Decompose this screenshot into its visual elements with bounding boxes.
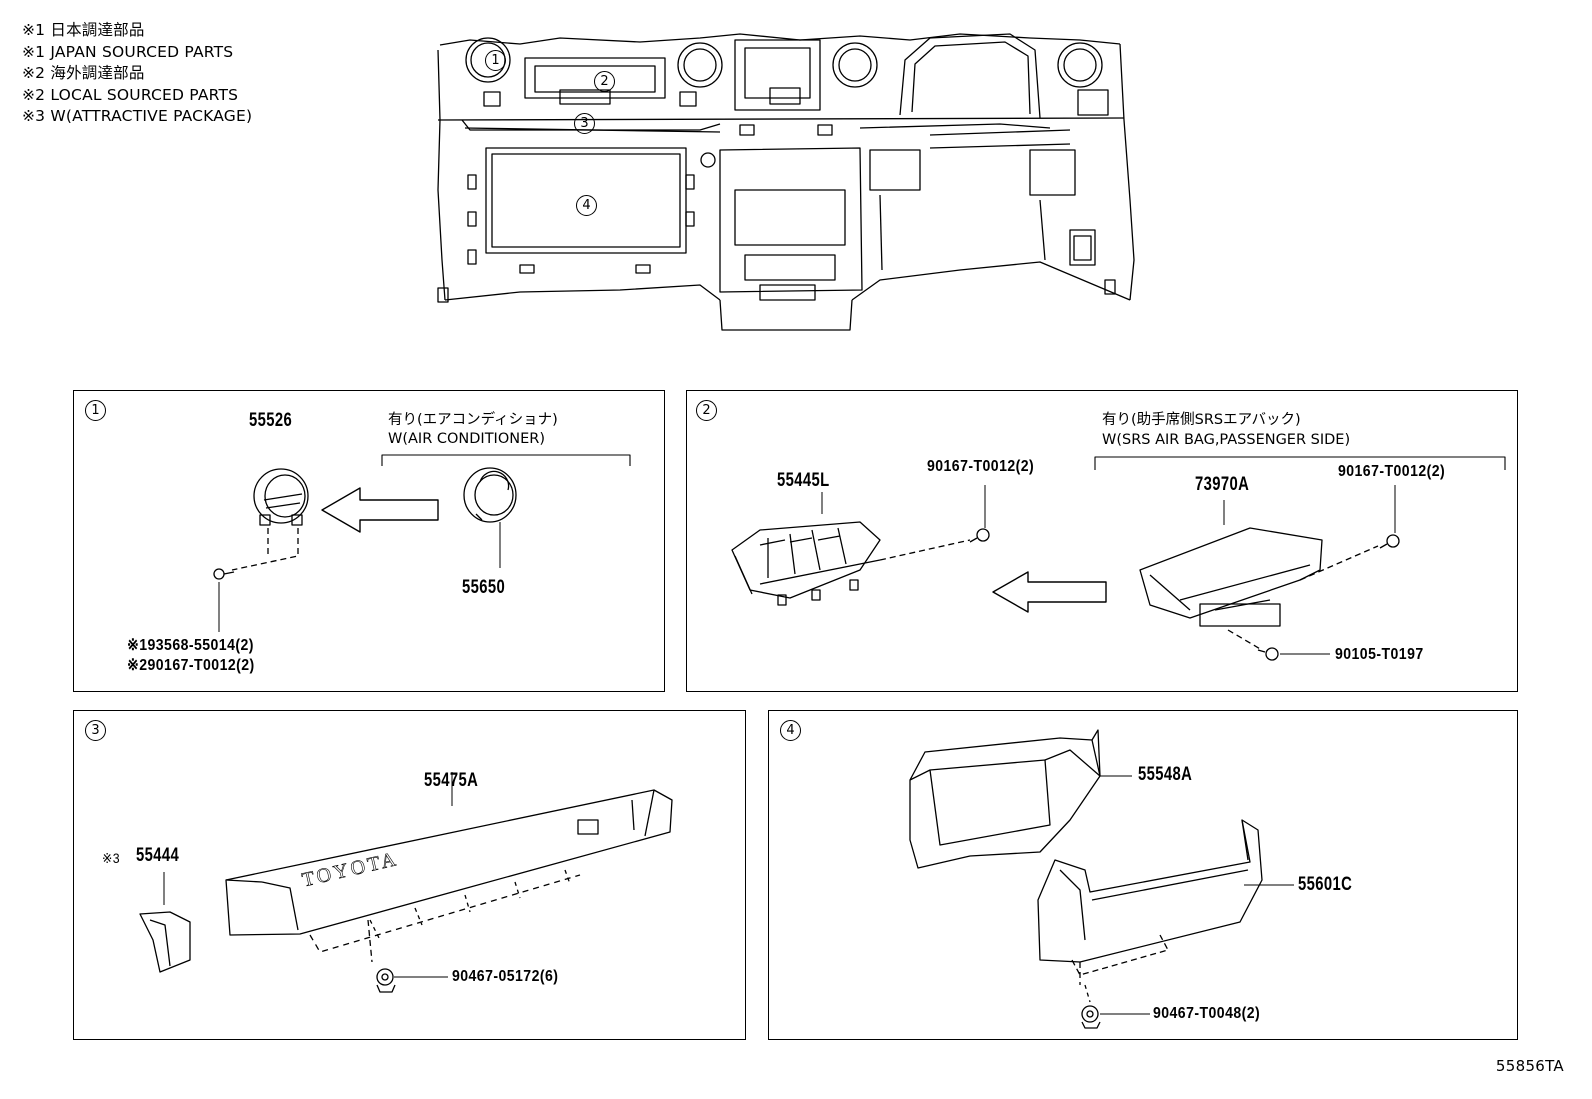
part-number-55548A[interactable]: 55548A (1138, 764, 1193, 785)
part-number-90167-T0012-p2-left[interactable]: 90167-T0012(2) (927, 458, 1035, 475)
part-number-90105-T0197[interactable]: 90105-T0197 (1335, 646, 1424, 663)
panel-4-artwork (909, 729, 1294, 1029)
overview-callout-4: 4 (576, 195, 597, 216)
overview-callout-1: 1 (485, 50, 506, 71)
part-number-90167-T0012-p2-right[interactable]: 90167-T0012(2) (1338, 463, 1446, 480)
part-number-90467-T0048[interactable]: 90467-T0048(2) (1153, 1005, 1261, 1022)
part-number-55444-prefix: ※3 (102, 850, 121, 866)
part-number-93568-55014[interactable]: ※193568-55014(2) (127, 637, 254, 654)
panel-4-number: 4 (780, 720, 801, 741)
panel-2 (686, 390, 1518, 692)
overview-callout-3: 3 (574, 113, 595, 134)
panel-1-condition-en: W(AIR CONDITIONER) (388, 431, 545, 447)
note-3: ※3 W(ATTRACTIVE PACKAGE) (22, 107, 253, 126)
panel-1-number: 1 (85, 400, 106, 421)
panel-3-number: 3 (85, 720, 106, 741)
part-number-55475A[interactable]: 55475A (424, 770, 479, 791)
panel-1-artwork (213, 454, 631, 632)
part-number-55601C[interactable]: 55601C (1298, 874, 1353, 895)
panel-1-condition-jp: 有り(エアコンディショナ) (388, 412, 558, 428)
note-2-en: ※2 LOCAL SOURCED PARTS (22, 85, 239, 104)
part-number-73970A[interactable]: 73970A (1195, 474, 1250, 495)
dashboard-overview (437, 33, 1135, 331)
figure-code: 55856TA (1495, 1057, 1564, 1075)
note-2-jp: ※2 海外調達部品 (22, 64, 145, 83)
panel-4 (768, 710, 1518, 1040)
part-number-55650[interactable]: 55650 (462, 577, 506, 598)
part-number-55445L[interactable]: 55445L (777, 470, 830, 491)
overview-callout-2: 2 (594, 71, 615, 92)
panel-2-artwork (731, 456, 1506, 661)
part-number-55444[interactable]: 55444 (136, 845, 180, 866)
note-1-en: ※1 JAPAN SOURCED PARTS (22, 42, 234, 61)
part-number-55526[interactable]: 55526 (249, 410, 293, 431)
part-number-90167-T0012-p1[interactable]: ※290167-T0012(2) (127, 657, 255, 674)
panel-1 (73, 390, 665, 692)
panel-2-condition-en: W(SRS AIR BAG,PASSENGER SIDE) (1102, 432, 1351, 448)
panel-3-artwork (139, 772, 673, 993)
panel-2-condition-jp: 有り(助手席側SRSエアバック) (1102, 412, 1301, 428)
note-1-jp: ※1 日本調達部品 (22, 21, 145, 39)
part-number-90467-05172[interactable]: 90467-05172(6) (452, 968, 559, 985)
panel-3 (73, 710, 746, 1040)
legend-notes: ※1 日本調達部品 ※1 JAPAN SOURCED PARTS ※2 海外調達… (22, 20, 252, 128)
panel-2-number: 2 (696, 400, 717, 421)
